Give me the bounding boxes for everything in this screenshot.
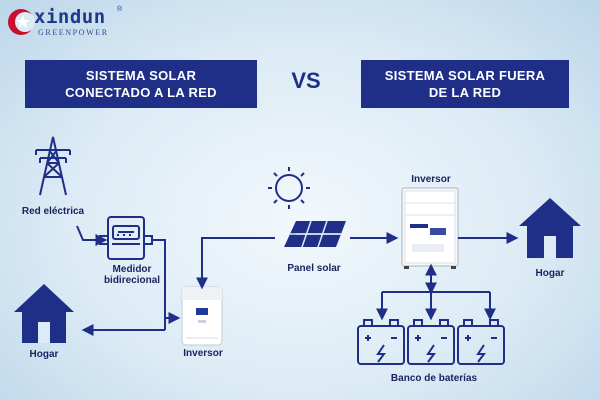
registered-mark: ® [117,6,123,13]
on-grid-title: SISTEMA SOLAR CONECTADO A LA RED [25,60,257,108]
inverter-right-icon [401,187,459,269]
inverter-left-label: Inversor [183,348,223,359]
meter-line [152,239,166,318]
brand-name: xindun [34,6,106,28]
battery-bus-line [381,291,491,318]
on-grid-title-text: SISTEMA SOLAR CONECTADO A LA RED [65,68,217,100]
logo-mark-icon [8,9,35,35]
solar-panel-label: Panel solar [287,263,341,274]
panel-to-inverter-left-arrow [196,237,275,290]
battery-bank-label: Banco de baterías [390,373,478,384]
brand-tagline: GREENPOWER [38,28,109,37]
inverter-right-label: Inversor [411,174,451,185]
battery-icon [407,319,455,365]
battery-icon [357,319,405,365]
home-right-icon [519,198,581,258]
sun-icon [268,167,310,209]
home-right-label: Hogar [535,268,565,279]
meter-label-line1: Medidor [112,264,152,275]
home-left-icon [14,284,74,343]
meter-label: Medidor bidirecional [92,264,172,286]
home-left-label: Hogar [29,349,59,360]
off-grid-title: SISTEMA SOLAR FUERA DE LA RED [361,60,569,108]
grid-label: Red eléctrica [21,206,85,217]
vs-label: VS [291,68,321,93]
power-tower-icon [35,136,71,196]
off-grid-title-text: SISTEMA SOLAR FUERA DE LA RED [384,68,546,100]
solar-panel-icon [284,220,346,248]
grid-to-meter-arrow [76,225,108,246]
meter-label-line2: bidirecional [103,275,161,286]
brand-logo [6,4,146,44]
battery-icon [457,319,505,365]
bidirectional-meter-icon [99,216,153,260]
inverter-left-icon [181,286,223,346]
